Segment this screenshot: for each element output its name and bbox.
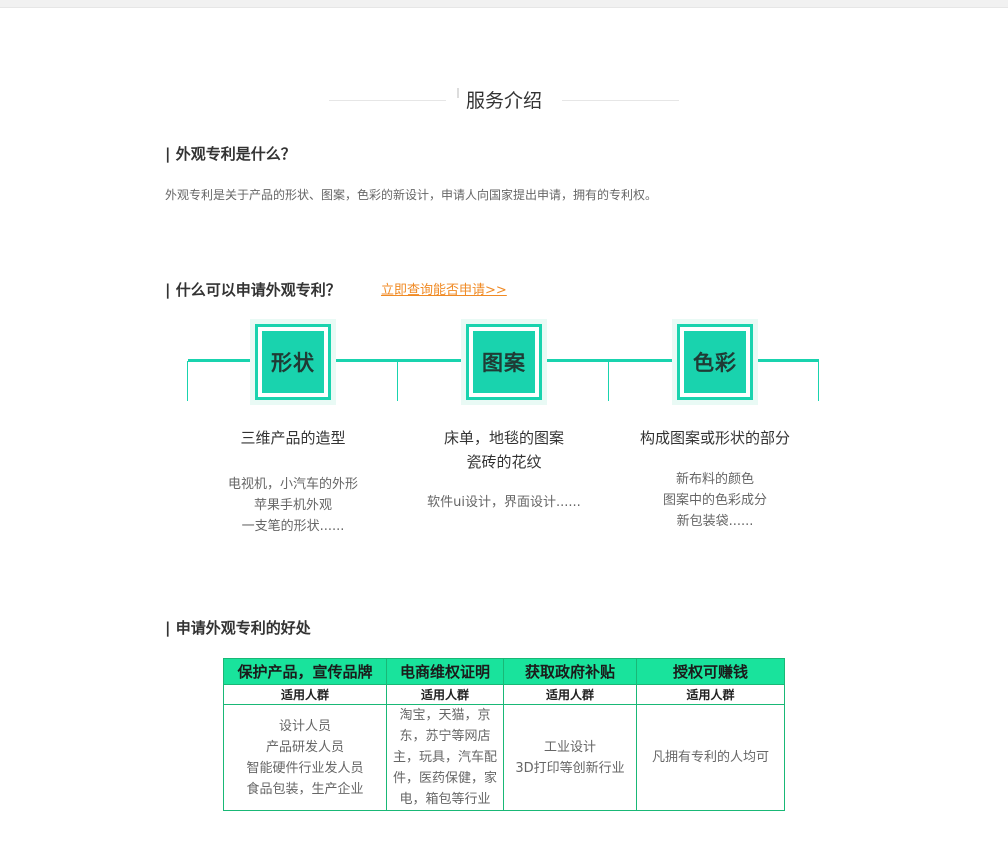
- timeline-tick: [608, 361, 609, 401]
- table-cell: 设计人员 产品研发人员 智能硬件行业发人员 食品包装，生产企业: [223, 704, 387, 811]
- badge-label: 图案: [473, 331, 535, 393]
- table-header-row: 保护产品，宣传品牌 电商维权证明 获取政府补贴 授权可赚钱: [223, 658, 785, 685]
- category-badge-color: 色彩: [672, 319, 758, 405]
- table-subheader-cell: 适用人群: [503, 684, 637, 705]
- table-cell-line: 智能硬件行业发人员: [246, 760, 364, 776]
- what-is-heading: | 外观专利是什么？: [165, 145, 296, 163]
- title-line-right: [562, 100, 679, 101]
- item-title-line: 床单，地毯的图案: [443, 429, 564, 447]
- section-title-text: 服务介绍: [465, 90, 542, 112]
- item-desc-shape: 电视机，小汽车的外形 苹果手机外观 一支笔的形状......: [188, 474, 398, 537]
- table-subheader-cell: 适用人群: [223, 684, 387, 705]
- table-row: 设计人员 产品研发人员 智能硬件行业发人员 食品包装，生产企业 淘宝，天猫，京 …: [223, 704, 785, 811]
- table-subheader-row: 适用人群 适用人群 适用人群 适用人群: [223, 684, 785, 705]
- item-desc-line: 新包装袋......: [676, 514, 754, 529]
- item-title-pattern: 床单，地毯的图案 瓷砖的花纹: [399, 426, 609, 474]
- what-can-apply-heading: | 什么可以申请外观专利？: [165, 281, 341, 299]
- badge-label: 色彩: [684, 331, 746, 393]
- benefits-heading: | 申请外观专利的好处: [165, 619, 311, 637]
- badge-label: 形状: [262, 331, 324, 393]
- section-title: 服务介绍: [329, 86, 679, 116]
- table-cell: 工业设计 3D打印等创新行业: [503, 704, 637, 811]
- table-cell-line: 电，箱包等行业: [399, 792, 491, 807]
- benefits-table: 保护产品，宣传品牌 电商维权证明 获取政府补贴 授权可赚钱 适用人群 适用人群 …: [223, 658, 785, 811]
- item-desc-color: 新布料的颜色 图案中的色彩成分 新包装袋......: [610, 469, 820, 532]
- query-apply-link[interactable]: 立即查询能否申请>>: [381, 283, 507, 298]
- item-desc-line: 电视机，小汽车的外形: [227, 477, 358, 492]
- table-cell: 凡拥有专利的人均可: [636, 704, 785, 811]
- item-title-shape: 三维产品的造型: [240, 429, 346, 447]
- table-cell-line: 淘宝，天猫，京: [399, 708, 491, 723]
- table-header-cell: 获取政府补贴: [503, 658, 637, 685]
- item-title-line: 瓷砖的花纹: [466, 453, 542, 471]
- timeline-tick: [397, 361, 398, 401]
- item-desc-line: 苹果手机外观: [253, 498, 332, 513]
- top-divider: [0, 0, 1008, 8]
- table-cell-line: 东，苏宁等网店: [399, 729, 491, 744]
- table-cell-line: 件，医药保健，家: [392, 771, 497, 786]
- table-header-cell: 授权可赚钱: [636, 658, 785, 685]
- table-cell-line: 主，玩具，汽车配: [392, 750, 497, 765]
- table-cell-line: 设计人员: [278, 718, 331, 734]
- table-subheader-cell: 适用人群: [636, 684, 785, 705]
- timeline-tick: [818, 361, 819, 401]
- title-mark: [457, 88, 459, 98]
- table-header-cell: 电商维权证明: [386, 658, 504, 685]
- category-badge-shape: 形状: [250, 319, 336, 405]
- table-subheader-cell: 适用人群: [386, 684, 504, 705]
- what-is-description: 外观专利是关于产品的形状、图案，色彩的新设计，申请人向国家提出申请，拥有的专利权…: [165, 188, 658, 202]
- table-header-cell: 保护产品，宣传品牌: [223, 658, 387, 685]
- item-desc-line: 新布料的颜色: [675, 472, 754, 487]
- item-desc-pattern: 软件ui设计，界面设计......: [399, 492, 609, 513]
- table-cell-line: 产品研发人员: [265, 739, 344, 755]
- timeline-tick: [187, 361, 188, 401]
- table-cell-line: 工业设计: [543, 739, 596, 755]
- title-line-left: [329, 100, 446, 101]
- category-badge-pattern: 图案: [461, 319, 547, 405]
- table-cell: 淘宝，天猫，京 东，苏宁等网店 主，玩具，汽车配 件，医药保健，家 电，箱包等行…: [386, 704, 504, 811]
- table-cell-line: 3D打印等创新行业: [515, 760, 625, 776]
- item-title-color: 构成图案或形状的部分: [639, 429, 790, 447]
- item-desc-line: 软件ui设计，界面设计......: [427, 495, 581, 510]
- table-cell-line: 食品包装，生产企业: [246, 781, 364, 797]
- item-desc-line: 一支笔的形状......: [241, 519, 345, 534]
- table-cell-line: 凡拥有专利的人均可: [651, 750, 769, 765]
- item-desc-line: 图案中的色彩成分: [662, 493, 767, 508]
